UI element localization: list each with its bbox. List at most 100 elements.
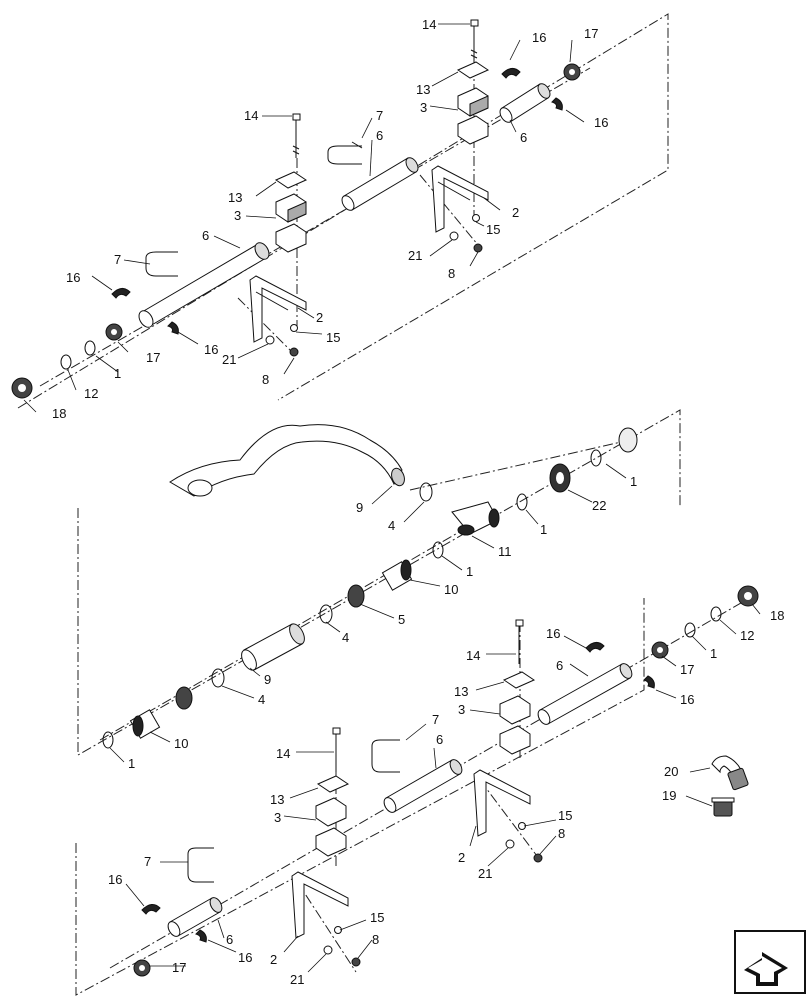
callout-label: 16 [546, 626, 560, 641]
callout-label: 3 [274, 810, 281, 825]
callout-label: 14 [276, 746, 290, 761]
callout-label: 6 [376, 128, 383, 143]
callout-label: 11 [498, 544, 512, 559]
hose-clamp-icon [211, 668, 225, 688]
callout-label: 15 [370, 910, 384, 925]
callout-label: 8 [262, 372, 269, 387]
callout-label: 17 [680, 662, 694, 677]
washer-icon [505, 839, 515, 849]
nut-icon [533, 853, 543, 863]
callout-label: 1 [630, 474, 637, 489]
callout-label: 18 [52, 406, 66, 421]
callout-label: 1 [114, 366, 121, 381]
callout-label: 6 [226, 932, 233, 947]
callout-label: 7 [144, 854, 151, 869]
callout-label: 12 [84, 386, 98, 401]
hose-icon [169, 424, 405, 497]
collar-icon [585, 642, 605, 653]
callout-label: 4 [342, 630, 349, 645]
callout-label: 3 [458, 702, 465, 717]
snap-ring-icon [590, 449, 602, 467]
pipe-icon [167, 897, 223, 937]
nut-icon [105, 323, 123, 341]
callout-label: 16 [108, 872, 122, 887]
snap-ring-icon [432, 541, 444, 559]
collar-icon [643, 675, 655, 689]
callout-label: 7 [376, 108, 383, 123]
callout-label: 17 [584, 26, 598, 41]
middle-centerline-a [409, 439, 631, 491]
collar-icon [141, 904, 161, 915]
lower-assembly-frame [75, 598, 645, 996]
callout-label: 8 [558, 826, 565, 841]
nut-icon [618, 427, 638, 453]
collar-icon [501, 68, 521, 79]
callout-label: 20 [664, 764, 678, 779]
clamp-block-icon [457, 87, 489, 145]
u-bolt-icon [145, 251, 178, 277]
callout-label: 4 [258, 692, 265, 707]
callout-label: 1 [710, 646, 717, 661]
callout-label: 16 [238, 950, 252, 965]
callout-label: 16 [204, 342, 218, 357]
hose-clamp-icon [319, 604, 333, 624]
coupler-icon [129, 709, 161, 739]
callout-label: 6 [202, 228, 209, 243]
nut-icon [651, 641, 669, 659]
washer-icon [60, 354, 72, 370]
elbow-fitting-icon [711, 755, 749, 791]
callout-label: 22 [592, 498, 606, 513]
u-bolt-icon [187, 847, 214, 883]
callout-label: 2 [512, 205, 519, 220]
callout-label: 16 [680, 692, 694, 707]
collar-icon [551, 97, 563, 111]
nut-icon [133, 959, 151, 977]
callout-label: 15 [326, 330, 340, 345]
callout-label: 2 [458, 850, 465, 865]
plate-icon [274, 171, 308, 189]
callout-label: 13 [228, 190, 242, 205]
upper-bracket-axis-1 [419, 174, 479, 246]
upper-pipe-centerline [39, 67, 591, 387]
pipe-icon [537, 663, 633, 725]
clamp-block-icon [275, 193, 307, 253]
lower-bracket-axis-2 [295, 879, 357, 973]
u-bolt-icon [327, 141, 363, 165]
callout-label: 6 [436, 732, 443, 747]
nut-icon [11, 377, 33, 399]
hose-clamp-icon [419, 482, 433, 502]
callout-label: 4 [388, 518, 395, 533]
washer-icon [265, 335, 275, 345]
washer-icon [449, 231, 459, 241]
callout-label: 16 [594, 115, 608, 130]
callout-label: 7 [114, 252, 121, 267]
callout-label: 9 [264, 672, 271, 687]
callout-label: 9 [356, 500, 363, 515]
snap-ring-icon [102, 731, 114, 749]
nut-icon [563, 63, 581, 81]
callout-label: 16 [532, 30, 546, 45]
bracket-icon [431, 165, 489, 233]
callout-label: 13 [416, 82, 430, 97]
callout-label: 18 [770, 608, 784, 623]
upper-bracket-axis-2 [237, 297, 296, 356]
bolt-icon [470, 19, 479, 62]
callout-label: 14 [466, 648, 480, 663]
snap-ring-icon [516, 493, 528, 511]
pipe-icon [383, 759, 463, 813]
callout-label: 6 [556, 658, 563, 673]
callout-label: 10 [444, 582, 458, 597]
next-page-button[interactable] [734, 930, 806, 994]
collar-icon [195, 929, 207, 943]
pipe-icon [499, 83, 551, 123]
u-bolt-icon [371, 739, 400, 773]
callout-labels: 14 13 3 16 17 16 6 7 6 2 15 21 8 14 13 3… [52, 17, 784, 987]
snap-ring-icon [84, 340, 96, 356]
callout-label: 6 [520, 130, 527, 145]
hose-sleeve-icon [241, 623, 305, 671]
callout-label: 7 [432, 712, 439, 727]
washer-icon [710, 606, 722, 622]
callout-label: 1 [466, 564, 473, 579]
callout-label: 1 [128, 756, 135, 771]
